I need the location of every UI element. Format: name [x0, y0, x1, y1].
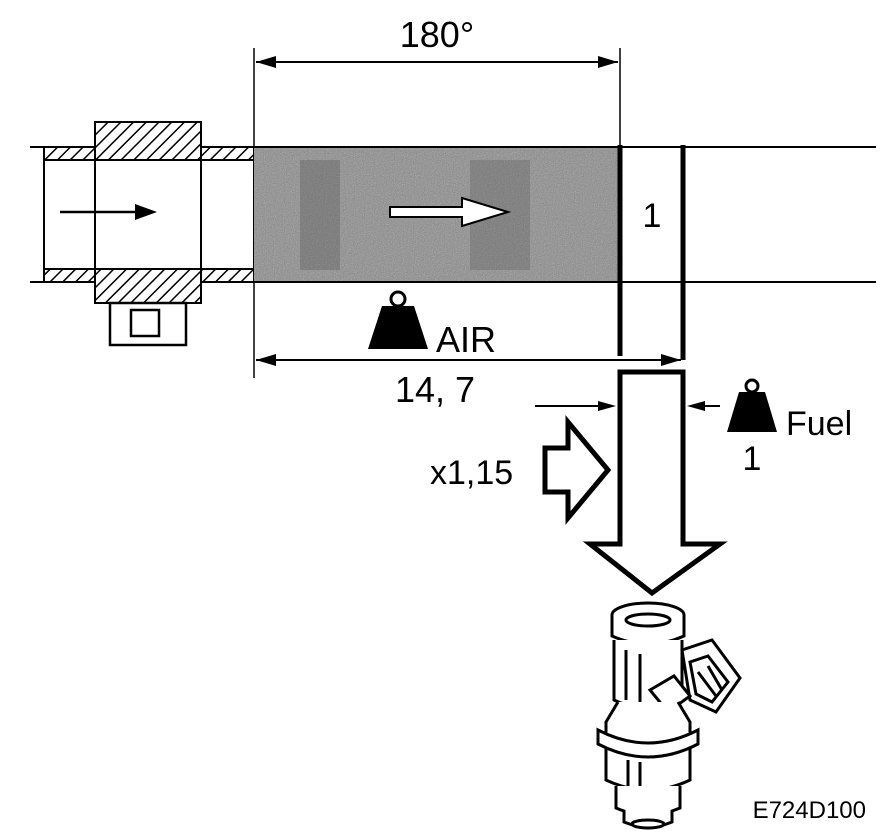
- air-ratio-label: 14, 7: [395, 369, 475, 410]
- figure-code-label: E724D100: [753, 797, 866, 824]
- air-mass-meter: [43, 121, 255, 347]
- flow-arrow-icon: [60, 204, 157, 220]
- fuel-injector-icon: [596, 601, 742, 830]
- cylinder-ratio-label: 1: [643, 197, 662, 235]
- multiplier-label: x1,15: [430, 454, 513, 492]
- weight-icon: [727, 378, 777, 432]
- hollow-arrow-icon: [542, 415, 612, 525]
- sensor-connector: [108, 301, 188, 347]
- fuel-label: Fuel: [786, 405, 852, 443]
- mixture-arrow: [582, 369, 728, 597]
- air-label: AIR: [436, 319, 496, 360]
- fuel-ratio-label: 1: [743, 440, 762, 478]
- angle-dimension: 180°: [256, 14, 618, 68]
- cylinder-boundaries: [253, 48, 686, 378]
- weight-icon: [368, 290, 428, 349]
- air-ratio-dimension: 14, 7: [256, 354, 681, 410]
- angle-label: 180°: [400, 14, 474, 55]
- flow-arrow-icon: [389, 196, 512, 228]
- air-charge: [254, 148, 619, 281]
- stem-pointers: [535, 401, 720, 411]
